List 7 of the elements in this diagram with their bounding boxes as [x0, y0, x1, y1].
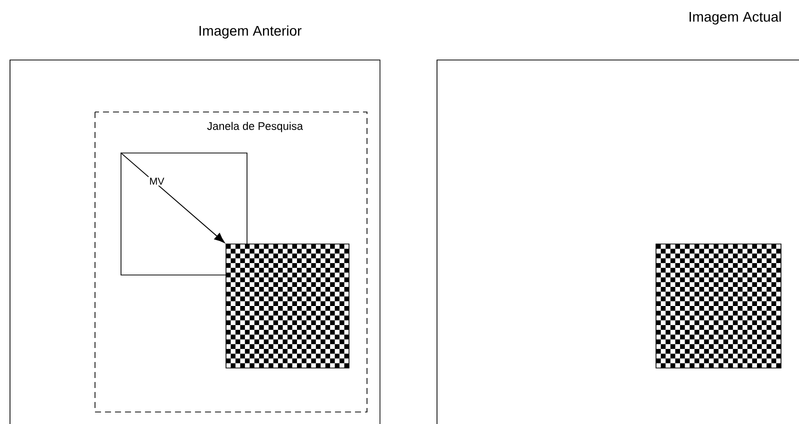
- square-block: [120, 152, 248, 276]
- checkered-block: [656, 244, 782, 368]
- checkered-block: [226, 244, 350, 368]
- image-title: Imagem Anterior: [200, 25, 302, 39]
- image-title: Imagem Actual: [690, 11, 781, 25]
- arrow: [120, 152, 225, 244]
- window-label: Janela de Pesquisa: [207, 122, 303, 132]
